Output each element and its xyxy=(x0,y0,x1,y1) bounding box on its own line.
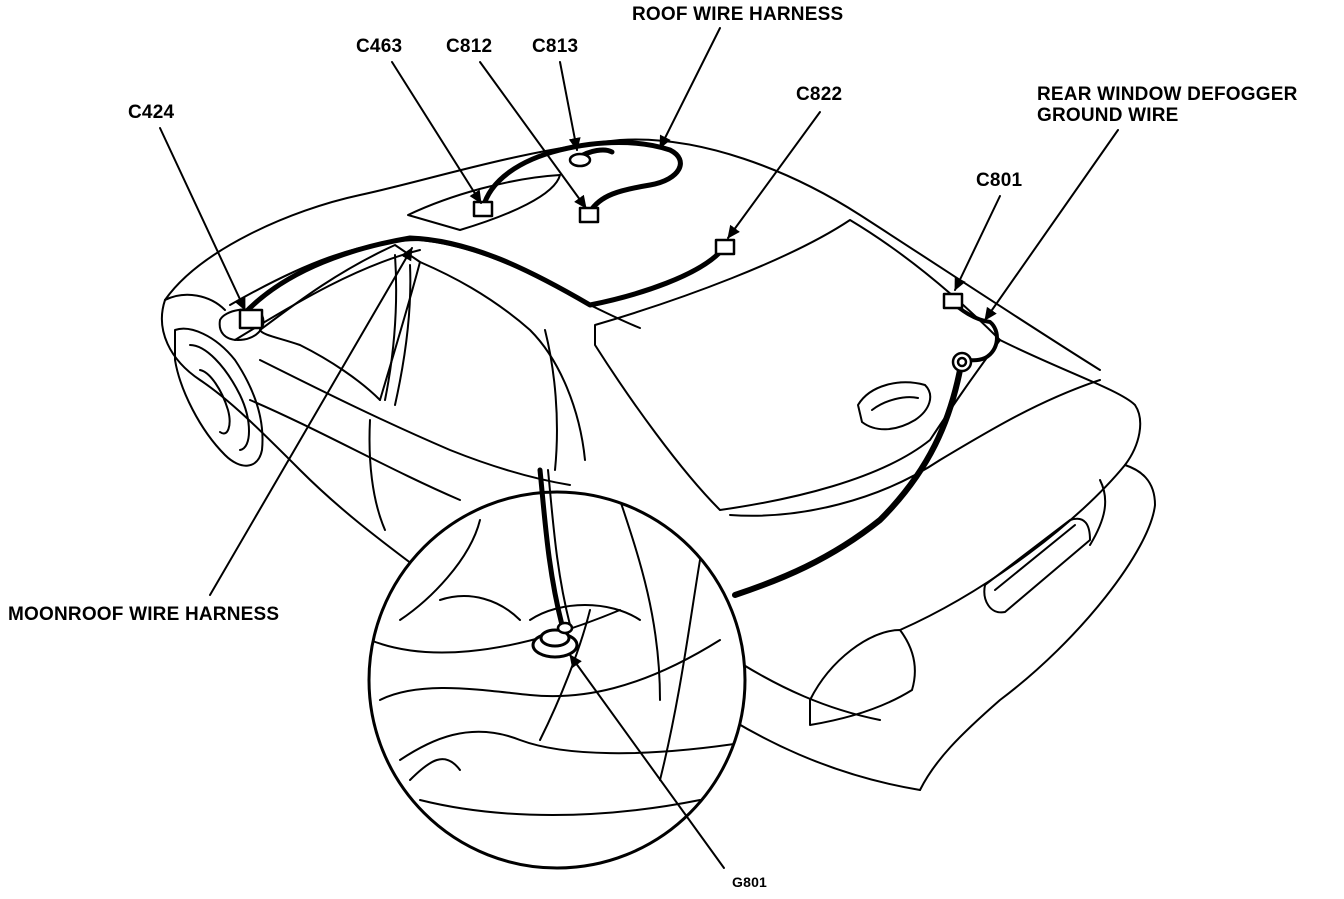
moonroof-wire-harness-line xyxy=(240,235,725,318)
label-c463: C463 xyxy=(356,36,403,57)
car-body xyxy=(160,138,1156,791)
label-rear-window-defogger-line2: GROUND WIRE xyxy=(1037,105,1179,126)
connectors xyxy=(238,152,973,373)
label-c801: C801 xyxy=(976,170,1023,191)
label-c424: C424 xyxy=(128,102,175,123)
leader-lines xyxy=(159,27,1119,869)
label-rear-window-defogger: REAR WINDOW DEFOGGER GROUND WIRE xyxy=(1037,84,1298,126)
label-rear-window-defogger-line1: REAR WINDOW DEFOGGER xyxy=(1037,84,1298,105)
label-c812: C812 xyxy=(446,36,493,57)
label-c813: C813 xyxy=(532,36,579,57)
label-g801: G801 xyxy=(732,874,768,890)
moonroof-panel xyxy=(407,174,561,231)
label-moonroof-wire-harness: MOONROOF WIRE HARNESS xyxy=(8,604,280,625)
label-c822: C822 xyxy=(796,84,843,105)
defogger-ground-wire xyxy=(732,298,999,598)
detail-inset xyxy=(367,467,747,870)
label-roof-wire-harness: ROOF WIRE HARNESS xyxy=(632,4,844,25)
